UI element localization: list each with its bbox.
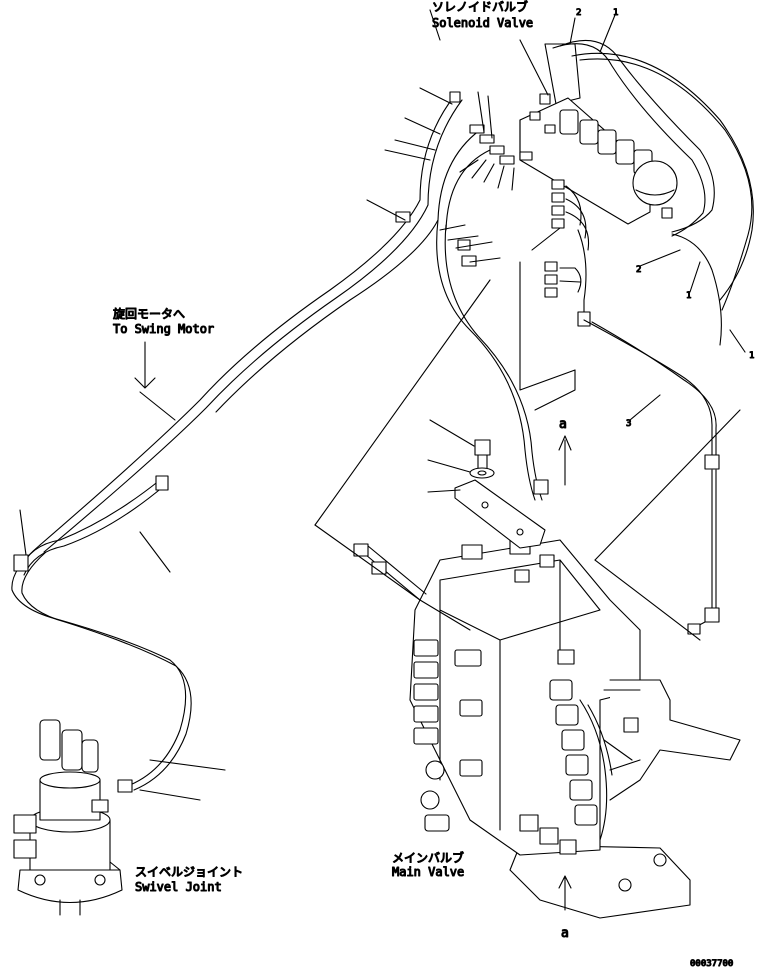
ref-2-top: 2 [576, 8, 581, 18]
main-valve-label-jp: メインバルブ [392, 850, 464, 865]
callout-leaders [19, 249, 746, 911]
swivel-joint-label-en: Swivel Joint [135, 880, 222, 894]
swivel-joint-assembly [13, 719, 123, 916]
ref-3-right: 3 [626, 419, 631, 429]
swivel-joint-label-jp: スイベルジョイント [135, 865, 243, 879]
solenoid-valve-label-en: Solenoid Valve [432, 16, 533, 30]
hydraulic-hoses [11, 9, 754, 793]
ref-1-mid: 1 [686, 291, 691, 301]
main-valve-label-en: Main Valve [392, 865, 464, 879]
ref-2-mid: 2 [636, 265, 641, 275]
ref-a-bottom: a [561, 926, 569, 941]
mounting-bracket [427, 419, 546, 549]
swing-motor-label-en: To Swing Motor [113, 322, 214, 336]
solenoid-valve-assembly [519, 43, 678, 327]
ref-1-right: 1 [749, 351, 754, 361]
ref-a-top: a [559, 417, 567, 432]
swing-motor-label-jp: 旋回モータへ [113, 307, 185, 321]
ref-1-top: 1 [613, 8, 618, 18]
solenoid-valve-label-jp: ソレノイドバルブ [432, 0, 528, 14]
drawing-number: 00037700 [690, 959, 733, 969]
leader-frame [519, 227, 576, 411]
